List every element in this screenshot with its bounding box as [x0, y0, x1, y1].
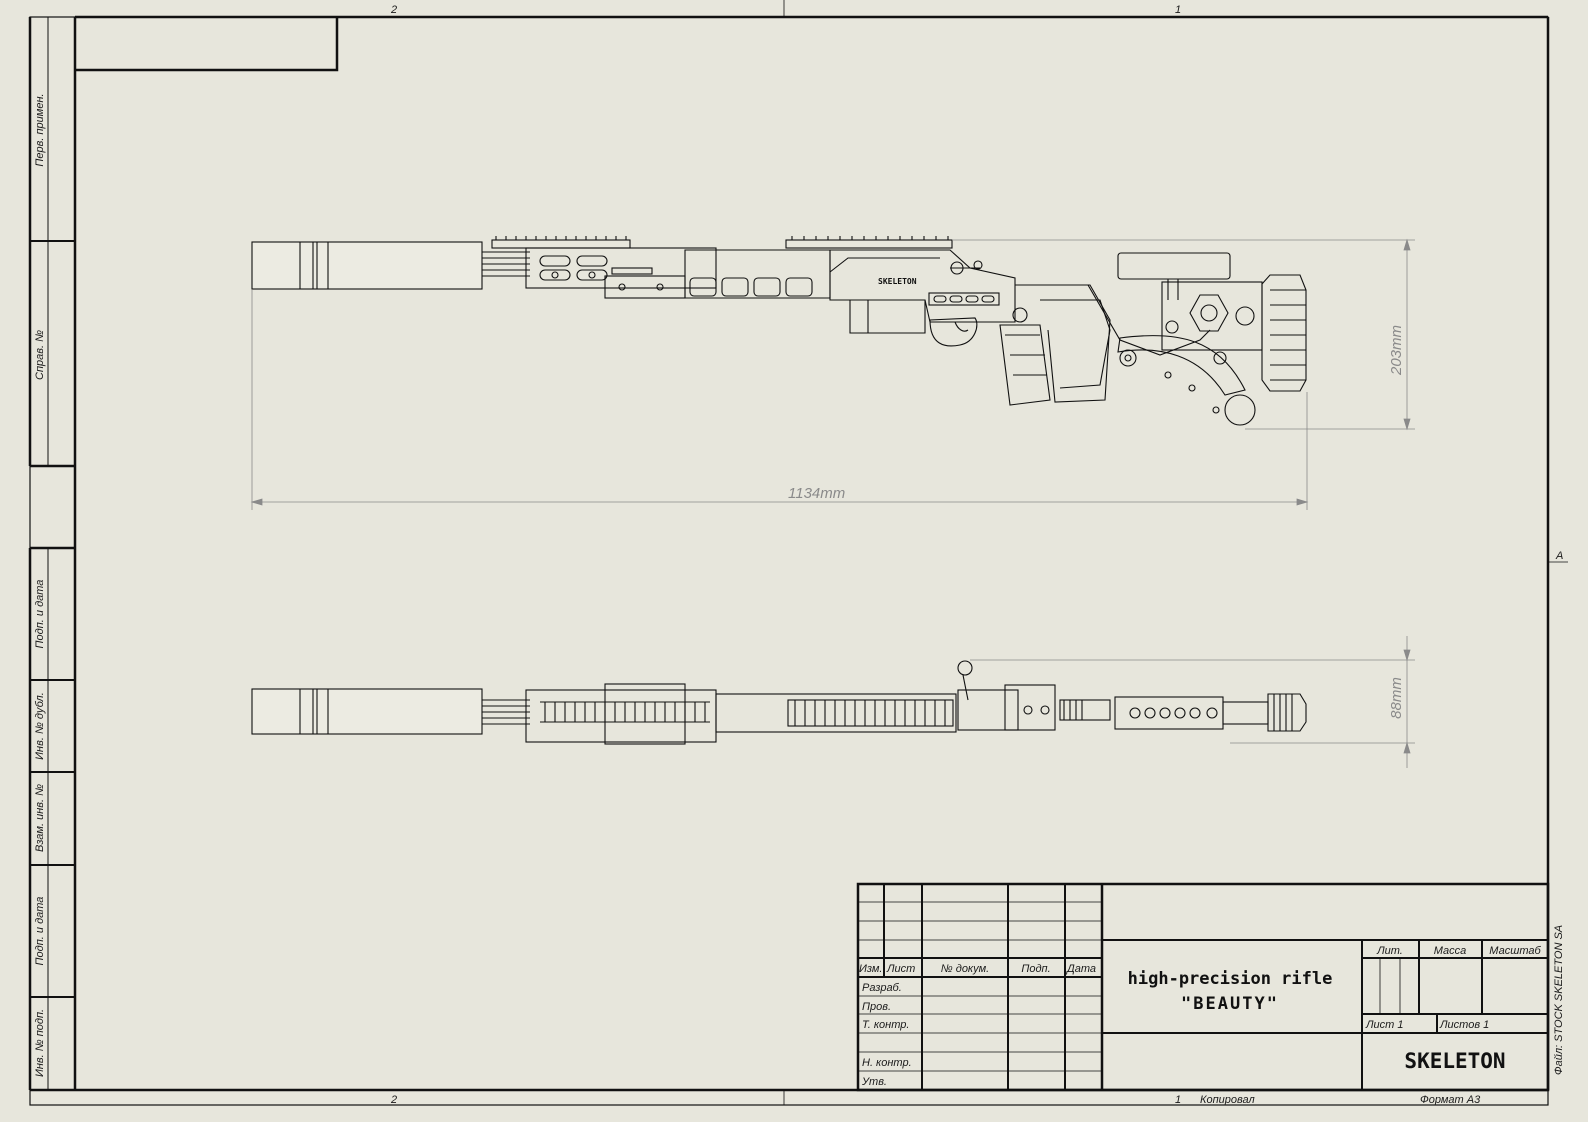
- stamp-replace-inv: Взам. инв. №: [34, 784, 46, 852]
- company-logo: SKELETON: [1404, 1049, 1505, 1073]
- col-header-change: Изм.: [859, 963, 882, 975]
- dimension-length: 1134mm: [788, 485, 845, 502]
- mass-label: Масса: [1434, 945, 1467, 957]
- stamp-dup-inv: Инв. № дубл.: [34, 692, 46, 760]
- stamp-ref-no: Справ. №: [34, 330, 46, 380]
- stamp-first-use: Перв. примен.: [34, 93, 46, 166]
- dimension-width: 88mm: [1388, 677, 1405, 719]
- role-developer: Разраб.: [862, 982, 902, 994]
- col-header-date: Дата: [1065, 963, 1096, 975]
- file-label: Файл: STOCK SKELETON SA: [1553, 925, 1565, 1075]
- title-block-grid: [856, 882, 1550, 1092]
- footer-format: Формат A3: [1420, 1094, 1481, 1106]
- zone-label-top-left: 2: [390, 4, 397, 16]
- role-checker: Пров.: [862, 1001, 891, 1013]
- zone-label-top-right: 1: [1175, 4, 1181, 16]
- dimension-lines: [250, 238, 1415, 768]
- zone-label-bottom-left: 2: [390, 1094, 397, 1106]
- stamp-orig-inv: Инв. № подп.: [34, 1009, 46, 1077]
- role-tech-control: Т. контр.: [862, 1019, 909, 1031]
- rifle-side-view: SKELETON: [251, 236, 1307, 426]
- stamp-sign-date-2: Подп. и дата: [34, 897, 46, 966]
- col-header-sign: Подп.: [1021, 963, 1050, 975]
- role-norm-control: Н. контр.: [862, 1057, 912, 1069]
- scale-label: Масштаб: [1489, 945, 1541, 957]
- dimension-height: 203mm: [1388, 325, 1405, 376]
- drawing-title: high-precision rifle: [1128, 969, 1333, 989]
- receiver-logo: SKELETON: [878, 277, 917, 286]
- sheet-label: Лист 1: [1365, 1019, 1404, 1031]
- zone-label-right: A: [1555, 550, 1563, 562]
- stamp-sign-date-1: Подп. и дата: [34, 580, 46, 649]
- rifle-top-view: [251, 660, 1307, 745]
- zone-label-bottom-right: 1: [1175, 1094, 1181, 1106]
- footer-copied: Копировал: [1200, 1094, 1255, 1106]
- col-header-doc-no: № докум.: [941, 963, 989, 975]
- lit-label: Лит.: [1376, 945, 1403, 957]
- sheets-label: Листов 1: [1439, 1019, 1489, 1031]
- role-approved: Утв.: [861, 1076, 887, 1088]
- drawing-subtitle: "BEAUTY": [1181, 994, 1279, 1014]
- col-header-sheet: Лист: [886, 963, 915, 975]
